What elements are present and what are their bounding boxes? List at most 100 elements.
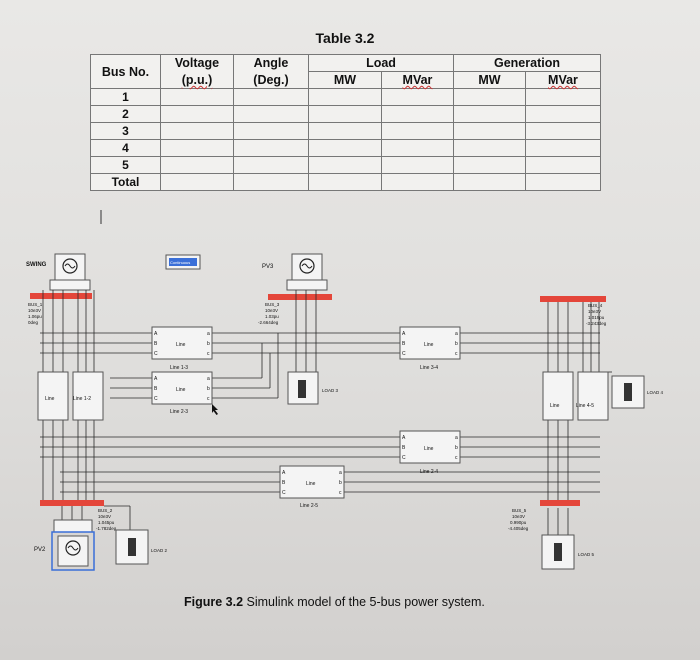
line-word: Line (424, 446, 434, 452)
line-3-4-block[interactable]: A B C a b c Line (399, 326, 461, 360)
load3-label: LOAD 3 (322, 388, 339, 393)
pv2-generator-block[interactable] (57, 535, 89, 567)
line-1-3-block[interactable]: A B C a b c Line (151, 326, 213, 360)
line-word: Line (424, 342, 434, 348)
table-row: Total (90, 173, 601, 191)
line-2-4-label: Line 2-4 (420, 469, 438, 475)
port-b: B (282, 480, 286, 486)
bus4-busbar[interactable] (540, 296, 606, 302)
port-b-small: b (207, 386, 210, 392)
line-2-3-block[interactable]: A B C a b c Line (151, 371, 213, 405)
line-4-5-left-block[interactable] (542, 371, 574, 421)
line-1-2-left-block[interactable] (37, 371, 69, 421)
port-b-small: b (339, 480, 342, 486)
line-1-3-label: Line 1-3 (170, 365, 188, 371)
bus4-deg: -3.243deg (586, 321, 607, 326)
header-angle: Angle (233, 54, 309, 72)
swing-label: SWING (26, 262, 47, 268)
port-b-small: b (455, 341, 458, 347)
results-table: Bus No. Voltage Angle Load Generation (p… (90, 54, 601, 191)
figure-text: Simulink model of the 5-bus power system… (246, 595, 485, 609)
load-icon (298, 380, 306, 398)
port-c: C (154, 396, 158, 402)
port-c: C (402, 455, 406, 461)
pv3-generator-block[interactable] (291, 253, 323, 281)
bus3-name: BUS_3 (265, 302, 280, 307)
sine-wave-icon (67, 545, 79, 551)
port-a: A (402, 435, 406, 441)
port-c-small: c (339, 490, 342, 496)
port-b: B (402, 341, 406, 347)
table-row: 4 (90, 139, 601, 157)
load5-label: LOAD 5 (578, 552, 595, 557)
bus1-measurement-block[interactable] (49, 279, 91, 291)
bus3-deg: -2.664deg (258, 320, 279, 325)
swing-generator-block[interactable] (54, 253, 86, 281)
bus5-kv: 10e3V (512, 514, 525, 519)
bus1-name: BUS_1 (28, 302, 43, 307)
bus3-pu: 1.03pu (265, 314, 279, 319)
line-2-3-label: Line 2-3 (170, 409, 188, 415)
load-icon (554, 543, 562, 561)
figure-number: Figure 3.2 (184, 595, 244, 609)
line-word: Line (45, 396, 55, 402)
line-2-4-block[interactable]: A B C a b c Line (399, 430, 461, 464)
table-title: Table 3.2 (315, 30, 375, 46)
port-a-small: a (455, 331, 458, 337)
line-4-5-label: Line 4-5 (576, 403, 594, 409)
bus2-pu: 1.045pu (98, 520, 115, 525)
pv3-label: PV3 (262, 264, 274, 270)
header-row-2: (p.u.) (Deg.) MW MVar MW MVar (91, 71, 601, 89)
line-4-5-right-block[interactable] (577, 371, 609, 421)
bus5-name: BUS_5 (512, 508, 527, 513)
bus5-deg: -4.405deg (508, 526, 529, 531)
bus2-measurement-block[interactable] (53, 519, 93, 533)
port-c-small: c (207, 351, 210, 357)
header-row-1: Bus No. Voltage Angle Load Generation (90, 54, 601, 89)
bus2-kv: 10e3V (98, 514, 111, 519)
bus5-busbar[interactable] (540, 500, 580, 506)
ac-source-icon (62, 258, 78, 274)
load4-label: LOAD 4 (647, 390, 664, 395)
port-b-small: b (207, 341, 210, 347)
pv2-selection-frame (51, 531, 95, 571)
port-a-small: a (207, 331, 210, 337)
bus5-pu: 0.990pu (510, 520, 527, 525)
ac-source-icon (299, 258, 315, 274)
port-c-small: c (455, 351, 458, 357)
line-word: Line (306, 481, 316, 487)
continuous-label: Continuous (170, 260, 190, 265)
pv2-label: PV2 (34, 547, 46, 553)
bus1-busbar[interactable] (30, 293, 92, 299)
bus1-deg: 0deg (28, 320, 39, 325)
line-word: Line (550, 403, 560, 409)
port-b-small: b (455, 445, 458, 451)
line-1-2-right-block[interactable] (72, 371, 104, 421)
load-icon (624, 383, 632, 401)
port-c-small: c (207, 396, 210, 402)
line-3-4-label: Line 3-4 (420, 365, 438, 371)
bus1-pu: 1.06pu (28, 314, 42, 319)
port-b: B (402, 445, 406, 451)
load2-label: LOAD 2 (151, 548, 168, 553)
port-a: A (402, 331, 406, 337)
bus3-kv: 10e3V (265, 308, 278, 313)
line-2-5-label: Line 2-5 (300, 503, 318, 509)
port-a: A (282, 470, 286, 476)
port-b: B (154, 386, 158, 392)
bus2-busbar[interactable] (40, 500, 104, 506)
load-mvar-text: MVar (402, 73, 433, 87)
line-2-5-block[interactable]: A B C a b c Line (279, 465, 345, 499)
voltage-unit-text: (p.u.) (181, 72, 213, 87)
port-a: A (154, 376, 158, 382)
bus4-pu: 1.019pu (588, 315, 605, 320)
bus3-busbar[interactable] (268, 294, 332, 300)
line-word: Line (176, 342, 186, 348)
port-a-small: a (455, 435, 458, 441)
port-a-small: a (207, 376, 210, 382)
bus3-measurement-block[interactable] (286, 279, 328, 291)
bus4-kv: 10e3V (588, 309, 601, 314)
port-a: A (154, 331, 158, 337)
